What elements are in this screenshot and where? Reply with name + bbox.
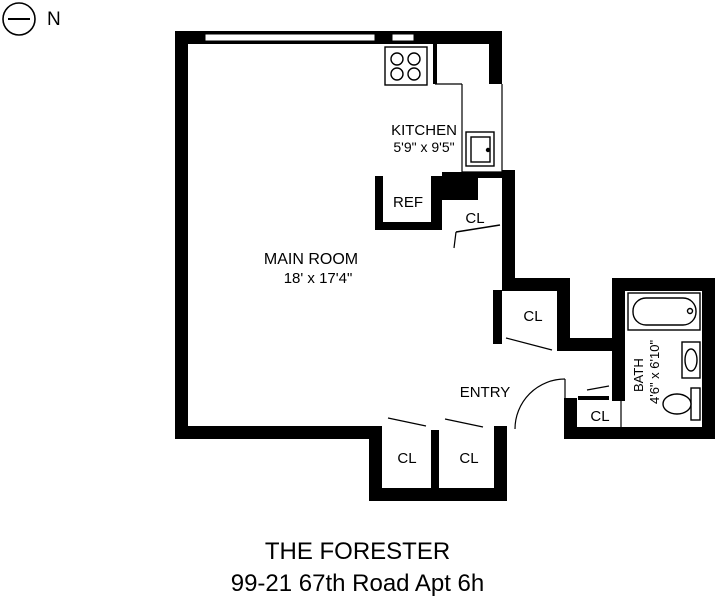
vent xyxy=(391,33,415,42)
closet-label: CL xyxy=(465,210,484,227)
closet-label: CL xyxy=(590,408,609,425)
compass-icon xyxy=(2,2,36,36)
main-room-label: MAIN ROOM xyxy=(264,251,358,268)
bathtub-icon xyxy=(627,292,701,331)
kitchen-label: KITCHEN xyxy=(391,122,457,139)
closet-label: CL xyxy=(523,308,542,325)
bath-size-group: 4'6" x 6'10" xyxy=(647,340,662,404)
closet-label: CL xyxy=(397,450,416,467)
building-name: THE FORESTER xyxy=(264,538,451,565)
interior-walls xyxy=(375,44,625,430)
toilet-icon xyxy=(662,387,701,421)
ref-label: REF xyxy=(393,194,423,211)
bath-sink-icon xyxy=(681,341,701,379)
main-room-size: 18' x 17'4" xyxy=(284,270,353,287)
stove-icon xyxy=(384,46,428,86)
bath-size: 4'6" x 6'10" xyxy=(647,340,662,404)
building-address: 99-21 67th Road Apt 6h xyxy=(230,570,485,597)
entry-label: ENTRY xyxy=(460,384,511,401)
bath-label: BATH xyxy=(631,358,646,392)
exterior-walls xyxy=(175,31,715,501)
sink-icon xyxy=(465,131,495,167)
closet-label: CL xyxy=(459,450,478,467)
compass-label: N xyxy=(47,9,61,30)
bath-label-group: BATH xyxy=(631,358,646,392)
window xyxy=(204,33,376,42)
kitchen-size: 5'9" x 9'5" xyxy=(393,139,454,155)
